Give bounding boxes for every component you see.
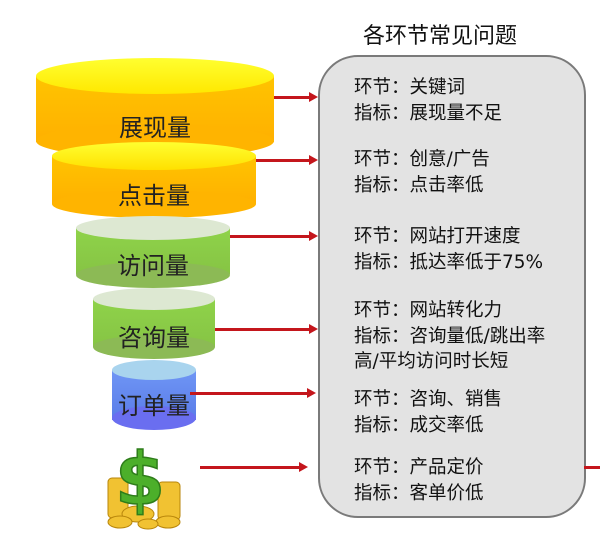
arrow-5	[190, 388, 316, 398]
funnel-stage-visits: 访问量	[76, 216, 230, 288]
issue-metric-cont: 高/平均访问时长短	[354, 351, 509, 372]
issue-5: 环节：咨询、销售 指标：成交率低	[354, 387, 502, 438]
issue-6: 环节：产品定价 指标：客单价低	[354, 455, 484, 506]
issue-stage: 环节：网站打开速度	[354, 226, 521, 247]
issue-3: 环节：网站打开速度 指标：抵达率低于75%	[354, 224, 543, 275]
issue-stage: 环节：关键词	[354, 77, 466, 98]
funnel-stage-inquiries: 咨询量	[93, 288, 215, 360]
issue-1: 环节：关键词 指标：展现量不足	[354, 75, 502, 126]
funnel-label: 点击量	[118, 182, 190, 210]
arrow-3	[230, 231, 318, 241]
issue-stage: 环节：咨询、销售	[354, 389, 503, 410]
issue-metric: 指标：点击率低	[354, 174, 484, 196]
diagram-title: 各环节常见问题	[362, 24, 517, 49]
funnel-label: 访问量	[117, 252, 189, 280]
box-side-line	[584, 466, 600, 469]
dollar-coins-icon: $	[107, 438, 181, 530]
issue-4: 环节：网站转化力 指标：咨询量低/跳出率 高/平均访问时长短	[354, 298, 545, 375]
funnel-stage-orders: 订单量	[112, 360, 196, 432]
issue-metric: 指标：成交率低	[354, 414, 484, 436]
svg-text:$: $	[115, 438, 165, 521]
issue-metric: 指标：客单价低	[354, 482, 484, 504]
funnel-stage-clicks: 点击量	[52, 142, 256, 218]
issue-metric: 指标：展现量不足	[354, 102, 503, 124]
issues-panel	[318, 55, 586, 518]
issue-stage: 环节：创意/广告	[354, 149, 490, 170]
arrow-2	[256, 155, 318, 165]
arrow-6	[200, 462, 308, 472]
arrow-1	[274, 92, 318, 102]
issue-stage: 环节：网站转化力	[354, 300, 503, 321]
funnel-stage-impressions: 展现量	[36, 58, 274, 158]
issue-2: 环节：创意/广告 指标：点击率低	[354, 147, 490, 198]
issue-metric: 指标：抵达率低于75%	[354, 251, 544, 273]
funnel-label: 咨询量	[118, 324, 190, 352]
funnel-label: 订单量	[118, 392, 190, 420]
issue-metric: 指标：咨询量低/跳出率	[354, 325, 546, 347]
arrow-4	[215, 324, 318, 334]
funnel-label: 展现量	[119, 114, 191, 142]
issue-stage: 环节：产品定价	[354, 457, 484, 478]
